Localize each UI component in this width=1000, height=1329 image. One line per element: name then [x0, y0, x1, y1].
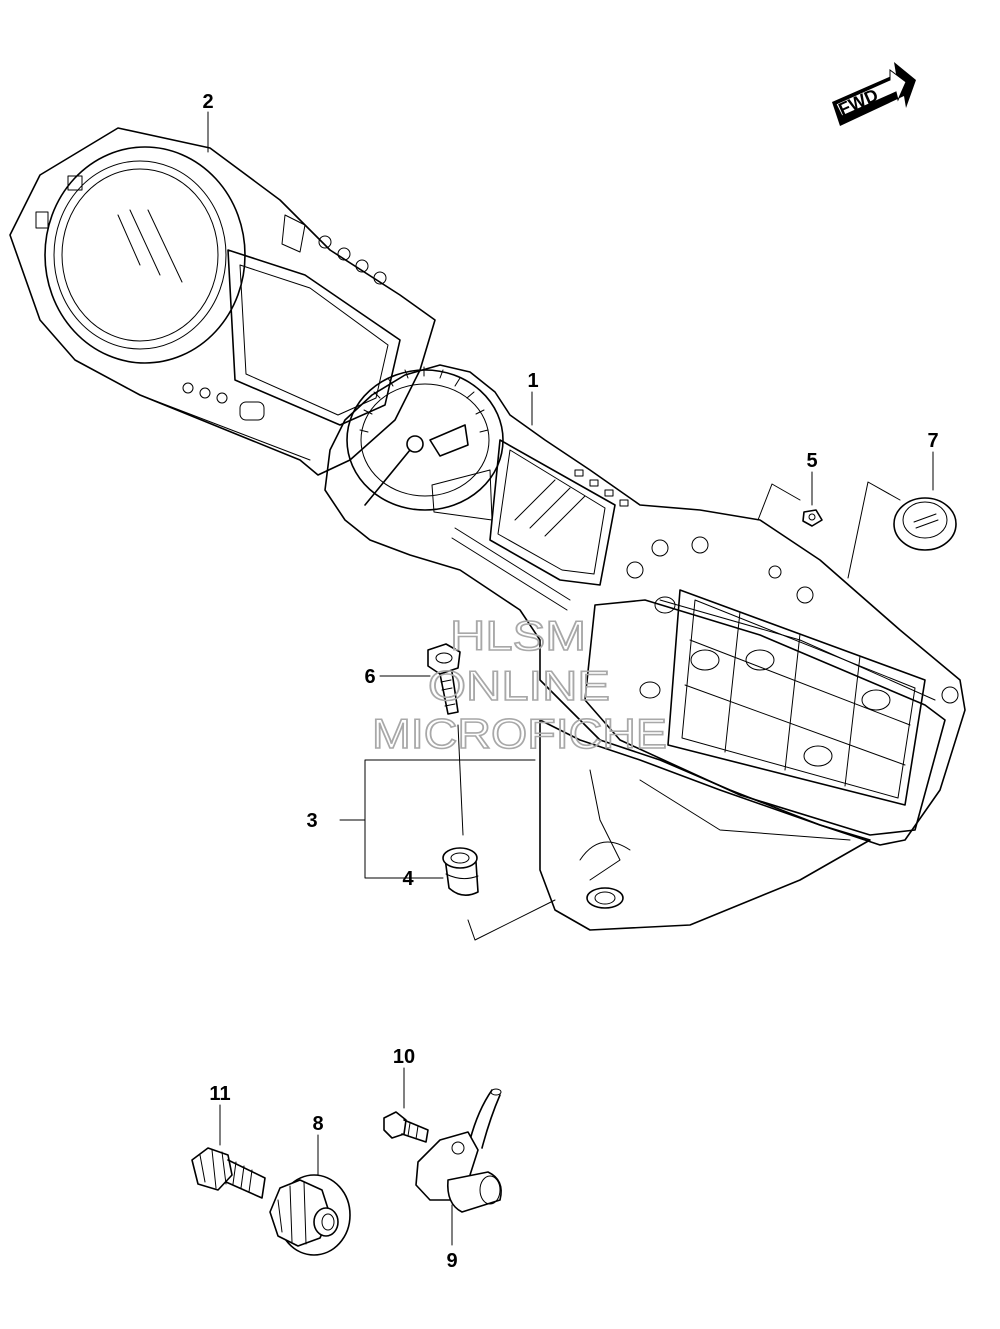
- grommet-part-7: [893, 497, 957, 551]
- bolt-part-11: [191, 1147, 266, 1199]
- callout-11: 11: [209, 1083, 230, 1105]
- grommet-part-4: [442, 847, 479, 896]
- screw-part-10: [383, 1111, 429, 1143]
- leader-lines: [207, 111, 934, 1246]
- sensor-part-9: [415, 1088, 502, 1213]
- callout-10: 10: [393, 1046, 415, 1068]
- callout-6: 6: [364, 666, 375, 688]
- callout-9: 9: [446, 1250, 457, 1272]
- callout-1: 1: [527, 370, 538, 392]
- screw-part-6: [427, 643, 461, 715]
- callout-5: 5: [806, 450, 817, 472]
- callout-3: 3: [306, 810, 317, 832]
- watermark: HLSM ONLINE MICROFICHE: [371, 611, 668, 758]
- meter-cover-part: [9, 127, 436, 476]
- callout-4: 4: [402, 868, 414, 890]
- tachometer-scale: [359, 366, 489, 433]
- meter-assembly-part: [324, 364, 966, 931]
- callout-labels: 1 2 3 4 5 6 7 8 9 10 11: [202, 91, 938, 1272]
- watermark-line-1: HLSM: [450, 612, 586, 659]
- callout-7: 7: [927, 430, 938, 452]
- callout-2: 2: [202, 91, 213, 113]
- watermark-line-2: ONLINE: [428, 662, 610, 709]
- knob-part-8: [269, 1174, 351, 1256]
- screw-part-5: [802, 509, 823, 527]
- callout-8: 8: [312, 1113, 323, 1135]
- watermark-line-3: MICROFICHE: [372, 710, 667, 757]
- fwd-arrow-icon: FWD: [832, 62, 916, 126]
- bar-graph-scale: [451, 527, 571, 611]
